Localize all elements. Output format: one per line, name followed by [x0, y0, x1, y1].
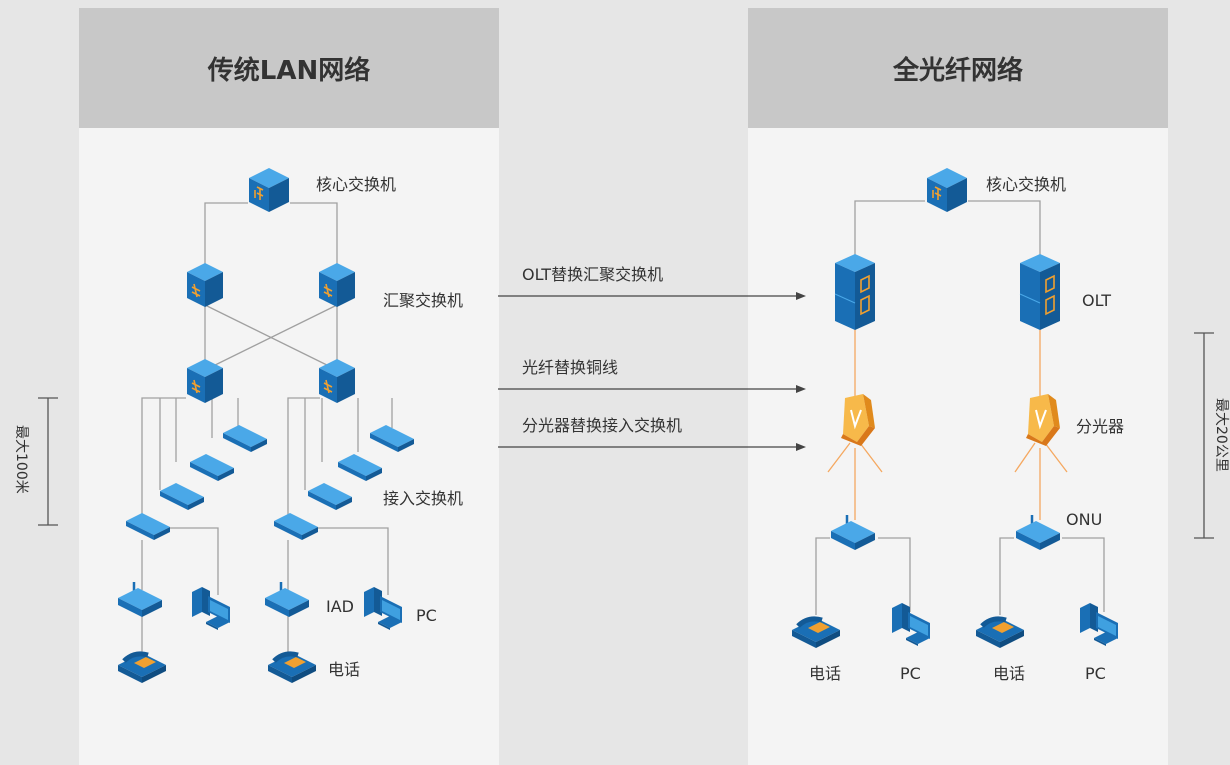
- splitter-2-icon: [1025, 393, 1061, 447]
- right-links: [815, 200, 1105, 615]
- left-pc-1-icon: [192, 587, 230, 630]
- left-pc-2-icon: [364, 587, 402, 630]
- left-pc-label: PC: [416, 606, 437, 625]
- access-switch-icon: [223, 425, 267, 452]
- arrow-label-fiber: 光纤替换铜线: [522, 358, 618, 377]
- access-switch-icon: [126, 513, 170, 540]
- iad-label: IAD: [326, 597, 354, 616]
- left-phone-label: 电话: [328, 660, 360, 679]
- right-pc-2-icon: [1080, 603, 1118, 646]
- onu-2-icon: [1014, 513, 1062, 552]
- aggregation-switch-label: 汇聚交换机: [383, 291, 463, 310]
- left-range-label: 最大100米: [13, 425, 29, 494]
- access-switch-icon: [308, 483, 352, 510]
- right-core-switch-icon: [926, 167, 968, 213]
- onu-1-icon: [829, 513, 877, 552]
- left-phone-1-icon: [118, 653, 166, 683]
- arrow-label-olt: OLT替换汇聚交换机: [522, 265, 663, 284]
- onu-label: ONU: [1066, 510, 1102, 529]
- left-modem-1-icon: [116, 580, 164, 619]
- left-distribution-switch-1-icon: [186, 358, 224, 404]
- right-phone-1-icon: [792, 618, 840, 648]
- replacement-arrows: [498, 292, 806, 451]
- access-switch-icon: [160, 483, 204, 510]
- left-links: [141, 202, 393, 655]
- iad-icon: [263, 580, 311, 619]
- right-phone-2-icon: [976, 618, 1024, 648]
- olt-label: OLT: [1082, 291, 1111, 310]
- access-switch-icon: [274, 513, 318, 540]
- right-pc-1-icon: [892, 603, 930, 646]
- left-aggregation-switch-2-icon: [318, 262, 356, 308]
- splitter-label: 分光器: [1076, 417, 1124, 436]
- right-pc-1-label: PC: [900, 664, 921, 683]
- full-fiber-title: 全光纤网络: [748, 8, 1168, 128]
- right-range-label: 最大20公里: [1213, 398, 1229, 472]
- splitter-1-icon: [840, 393, 876, 447]
- left-core-switch-icon: [248, 167, 290, 213]
- arrow-label-splitter: 分光器替换接入交换机: [522, 416, 682, 435]
- traditional-lan-panel: 传统LAN网络: [79, 8, 499, 765]
- right-pc-2-label: PC: [1085, 664, 1106, 683]
- olt-1-icon: [834, 253, 876, 331]
- left-distribution-switch-2-icon: [318, 358, 356, 404]
- access-switch-icon: [338, 454, 382, 481]
- olt-2-icon: [1019, 253, 1061, 331]
- traditional-lan-title: 传统LAN网络: [79, 8, 499, 128]
- right-phone-2-label: 电话: [993, 664, 1025, 683]
- access-switch-icon: [190, 454, 234, 481]
- left-aggregation-switch-1-icon: [186, 262, 224, 308]
- right-core-switch-label: 核心交换机: [986, 175, 1066, 194]
- left-core-switch-label: 核心交换机: [316, 175, 396, 194]
- right-phone-1-label: 电话: [809, 664, 841, 683]
- access-switch-icon: [370, 425, 414, 452]
- right-range-bracket: [1194, 332, 1214, 539]
- left-range-bracket: [38, 397, 58, 526]
- access-switch-label: 接入交换机: [383, 489, 463, 508]
- left-phone-2-icon: [268, 653, 316, 683]
